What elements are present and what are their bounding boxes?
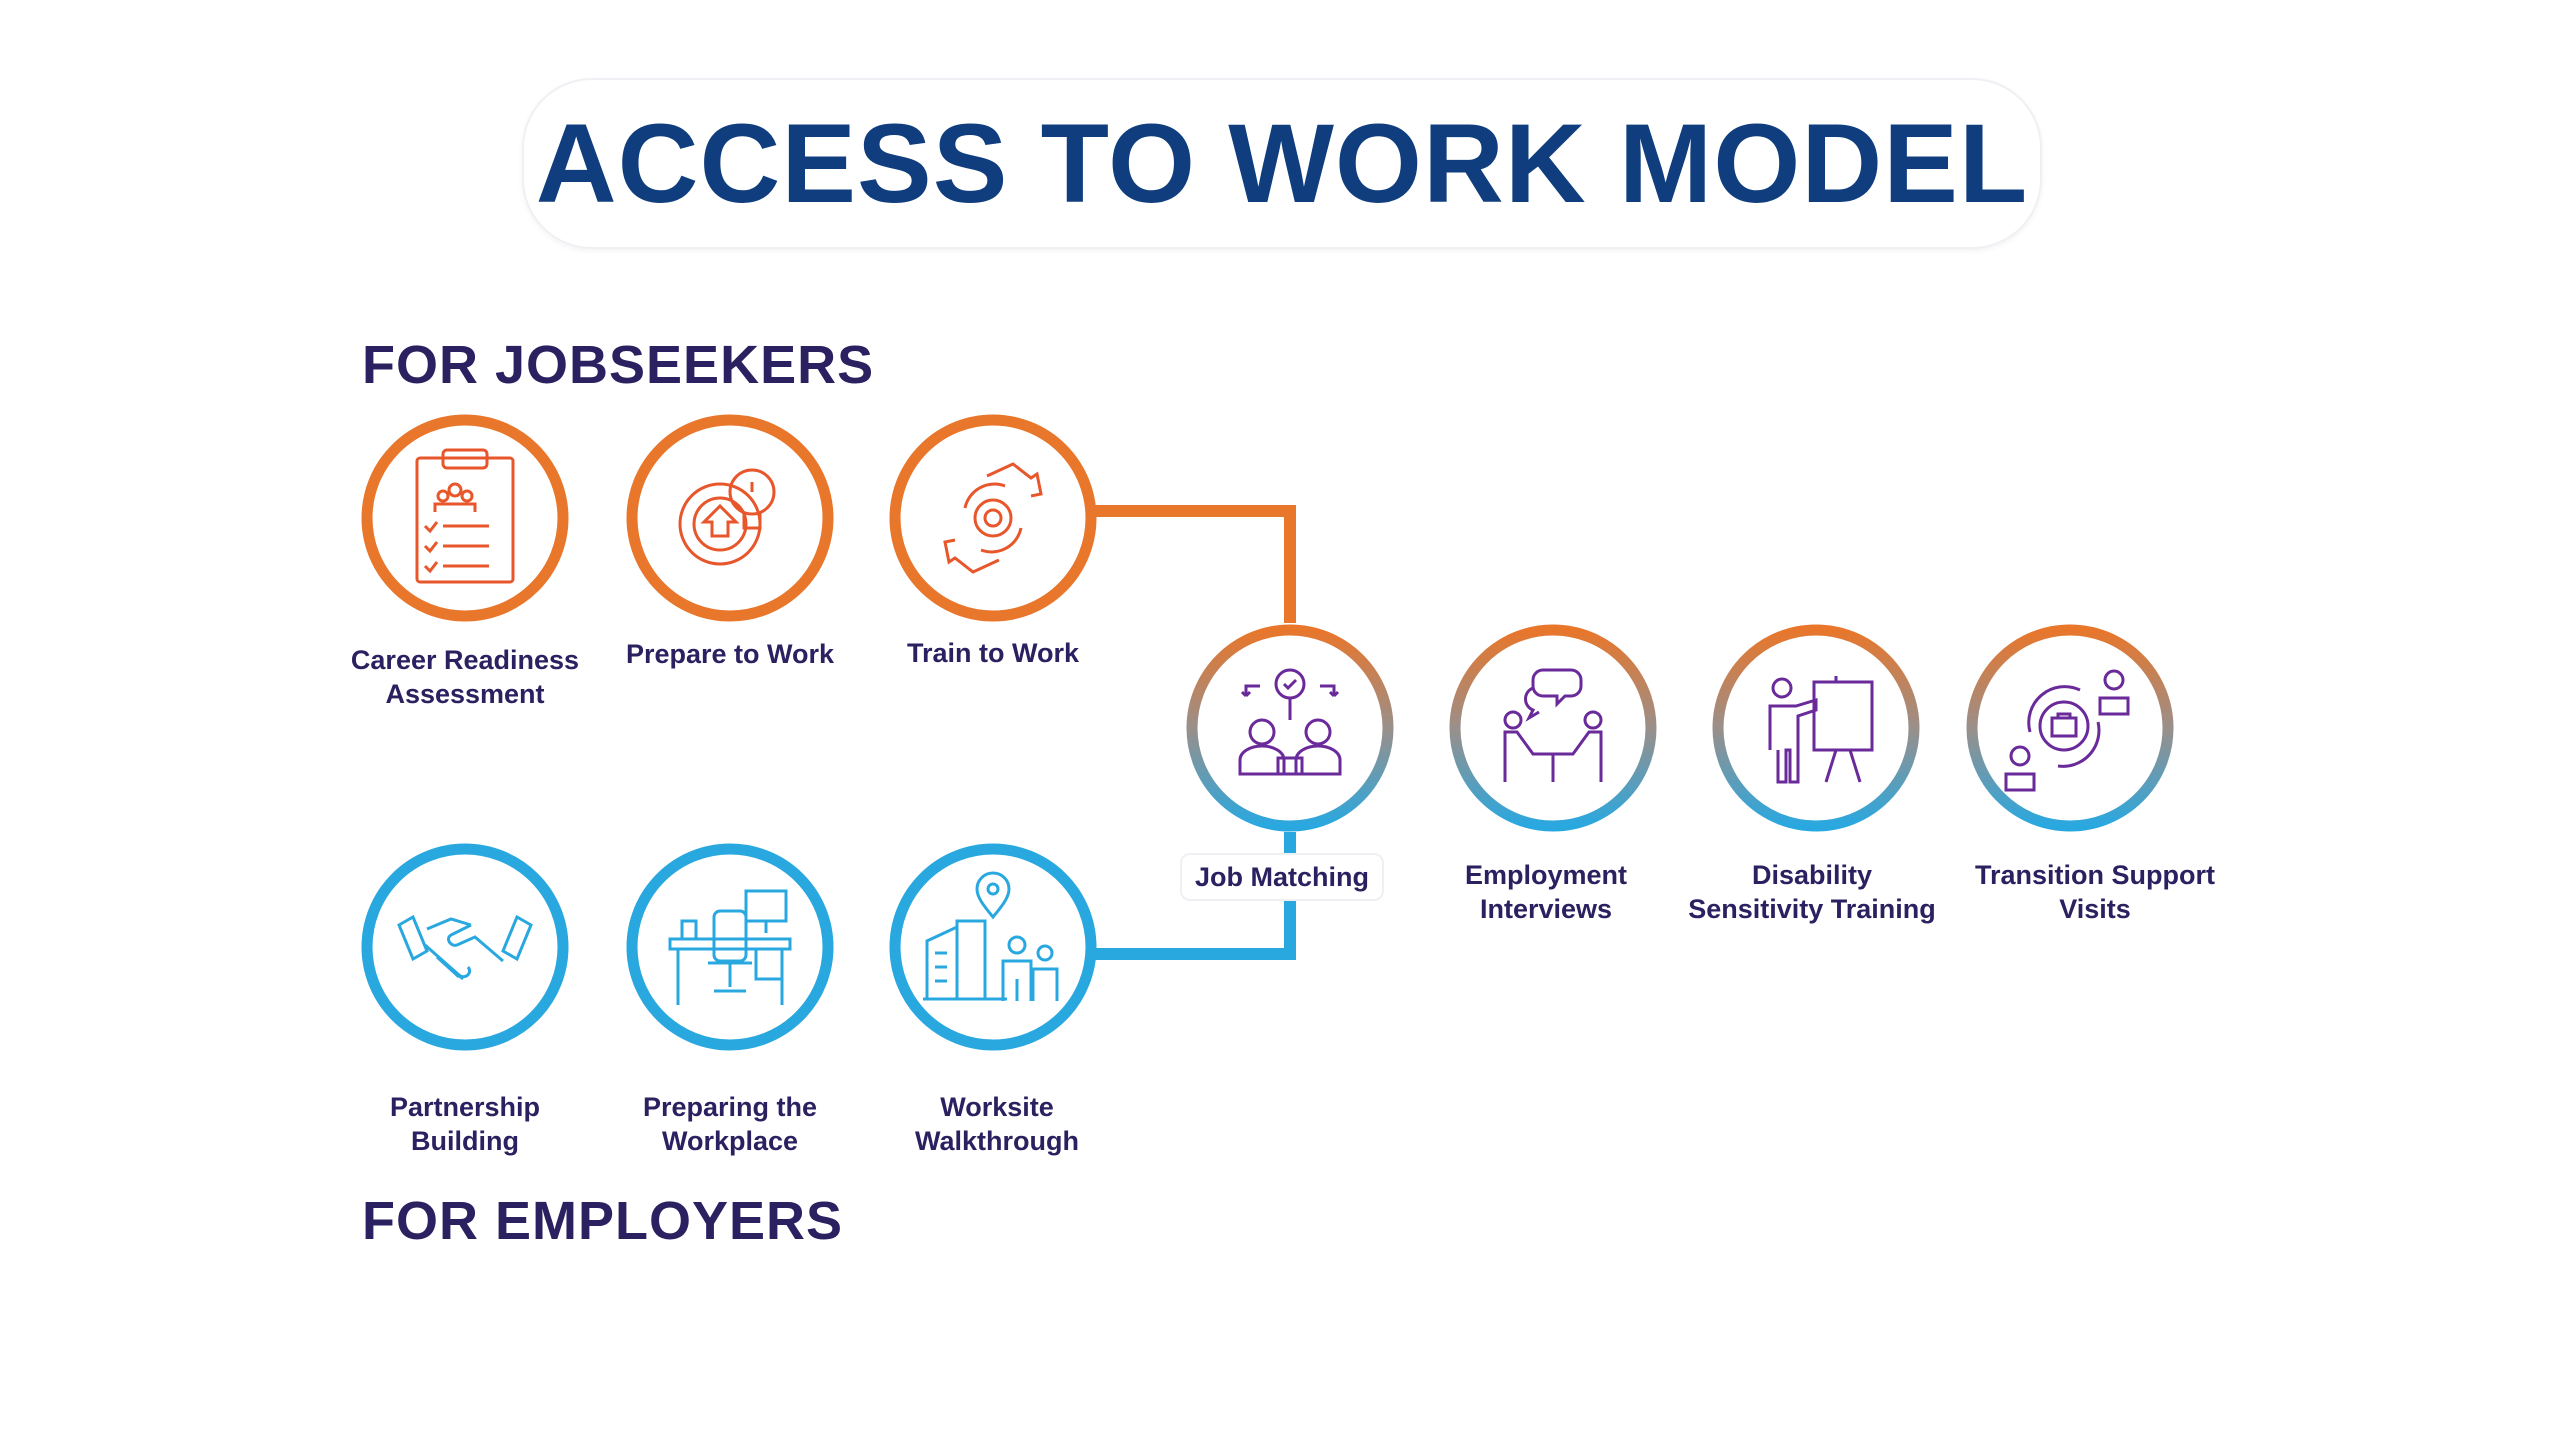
node-job-matching[interactable] [1184, 622, 1396, 834]
interview-icon [1503, 668, 1603, 782]
page-title: ACCESS TO WORK MODEL [535, 101, 2029, 226]
node-transition-support-visits[interactable] [1964, 622, 2176, 834]
title-banner: ACCESS TO WORK MODEL [522, 78, 2042, 249]
section-heading-jobseekers: FOR JOBSEEKERS [362, 335, 875, 395]
people-cycle-icon [2004, 669, 2130, 792]
label-job-matching: Job Matching [1180, 853, 1384, 901]
connector-blue-horizontal [1094, 948, 1296, 960]
node-career-readiness[interactable] [359, 412, 571, 624]
hands-gear-icon [943, 462, 1043, 574]
presenter-board-icon [1768, 676, 1874, 784]
node-train-to-work[interactable] [887, 412, 1099, 624]
label-prepare-to-work: Prepare to Work [625, 639, 835, 669]
handshake-icon [397, 914, 533, 981]
connector-orange-horizontal [1094, 505, 1296, 517]
node-worksite-walkthrough[interactable] [887, 841, 1099, 1053]
node-disability-sensitivity-training[interactable] [1710, 622, 1922, 834]
node-partnership-building[interactable] [359, 841, 571, 1053]
label-train-to-work: Train to Work [906, 638, 1080, 668]
node-employment-interviews[interactable] [1447, 622, 1659, 834]
gear-lightbulb-icon [678, 468, 776, 566]
section-heading-employers: FOR EMPLOYERS [362, 1191, 844, 1251]
desk-chair-icon [668, 889, 792, 1005]
connector-orange-vertical [1284, 505, 1296, 623]
magnifier-people-icon [1238, 668, 1342, 776]
node-prepare-to-work[interactable] [624, 412, 836, 624]
clipboard-checklist-icon [415, 448, 515, 584]
node-preparing-workplace[interactable] [624, 841, 836, 1053]
building-people-icon [923, 871, 1059, 1001]
